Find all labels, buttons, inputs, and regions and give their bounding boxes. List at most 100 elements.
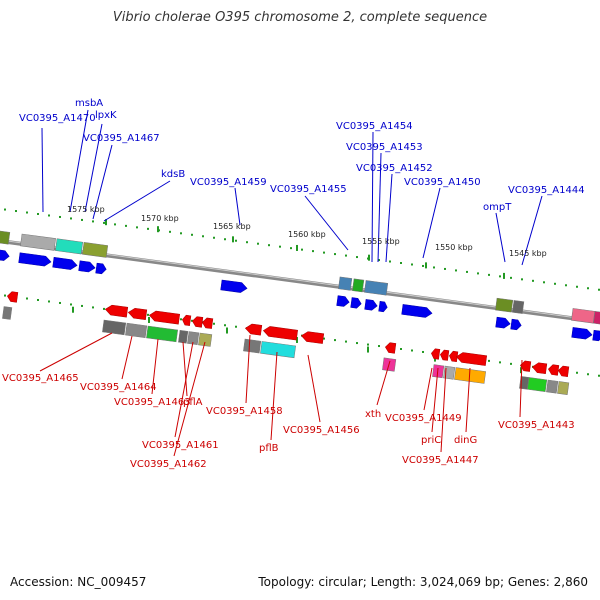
forward-gene-arrow (52, 257, 78, 270)
forward-gene-arrow (592, 329, 600, 342)
forward-leader-line (385, 173, 393, 263)
reverse-gene-arrow (520, 360, 532, 372)
forward-gene-label: kdsB (161, 169, 185, 180)
ruler-dot (224, 238, 226, 241)
forward-gene-arrow (95, 262, 107, 275)
forward-leader-line (304, 195, 349, 251)
ruler-dot (191, 319, 193, 322)
reverse-leader-line (151, 338, 159, 395)
ruler-dot (587, 287, 589, 290)
ruler-dot (26, 297, 28, 300)
ruler-dot (334, 253, 336, 256)
reverse-gene-label: dinG (454, 435, 477, 446)
forward-leader-line (84, 123, 103, 213)
domain-block (364, 280, 389, 296)
ruler-tick (520, 367, 522, 374)
domain-block (338, 276, 353, 291)
reverse-leader-line (440, 367, 447, 453)
forward-leader-line (521, 195, 543, 266)
ruler-dot (4, 208, 6, 211)
forward-leader-line (377, 152, 382, 263)
genome-stats-text: Topology: circular; Length: 3,024,069 bp… (258, 575, 588, 589)
ruler-dot (389, 260, 391, 263)
ruler-dot (598, 374, 600, 377)
ruler-dot (411, 263, 413, 266)
reverse-gene-arrow (7, 291, 19, 303)
ruler-dot (114, 223, 116, 226)
ruler-dot (477, 272, 479, 275)
forward-leader-line (41, 127, 44, 213)
ruler-tick (148, 316, 150, 323)
forward-gene-label: VC0395_A1470 (19, 113, 96, 124)
forward-gene-arrow (495, 316, 511, 329)
ruler-dot (444, 267, 446, 270)
reverse-gene-label: VC0395_A1449 (385, 413, 462, 424)
scale-label: 1555 kbp (362, 237, 400, 246)
forward-leader-line (92, 144, 113, 220)
domain-block (178, 330, 189, 344)
ruler-dot (235, 325, 237, 328)
forward-leader-line (69, 109, 89, 213)
reverse-gene-label: VC0395_A1458 (206, 406, 283, 417)
ruler-dot (356, 342, 358, 345)
ruler-dot (598, 288, 600, 291)
ruler-dot (92, 306, 94, 309)
ruler-dot (312, 250, 314, 253)
domain-block (55, 238, 84, 255)
scale-label: 1550 kbp (435, 243, 473, 252)
domain-block (0, 230, 11, 245)
ruler-dot (576, 371, 578, 374)
reverse-gene-label: pflB (259, 443, 279, 454)
ruler-dot (422, 350, 424, 353)
ruler-dot (213, 236, 215, 239)
reverse-gene-arrow (202, 317, 214, 329)
reverse-gene-label: priC (421, 435, 441, 446)
ruler-dot (169, 230, 171, 233)
forward-gene-arrow (0, 249, 10, 261)
ruler-dot (422, 264, 424, 267)
domain-block (352, 278, 365, 293)
ruler-dot (488, 359, 490, 362)
ruler-dot (576, 285, 578, 288)
scale-label: 1565 kbp (213, 222, 251, 231)
ruler-dot (279, 245, 281, 248)
domain-block (243, 338, 262, 354)
ruler-tick (105, 219, 107, 226)
ruler-dot (257, 242, 259, 245)
ruler-tick (296, 244, 298, 251)
domain-block (2, 306, 13, 320)
reverse-gene-arrow (548, 364, 560, 376)
ruler-dot (92, 220, 94, 223)
ruler-dot (103, 307, 105, 310)
ruler-tick (425, 262, 427, 269)
reverse-gene-label: VC0395_A1464 (80, 382, 157, 393)
reverse-gene-arrow (192, 316, 204, 328)
forward-gene-arrow (378, 301, 388, 313)
forward-gene-label: lpxK (95, 110, 117, 121)
reverse-gene-arrow (244, 323, 263, 336)
domain-block (495, 297, 514, 313)
ruler-dot (70, 303, 72, 306)
ruler-dot (37, 212, 39, 215)
reverse-gene-label: VC0395_A1465 (2, 373, 79, 384)
ruler-tick (157, 226, 159, 233)
reverse-leader-line (307, 354, 321, 423)
ruler-dot (367, 343, 369, 346)
reverse-gene-arrow (455, 352, 488, 366)
reverse-gene-arrow (440, 349, 450, 361)
ruler-tick (367, 346, 369, 353)
ruler-dot (103, 221, 105, 224)
reverse-gene-label: VC0395_A1462 (130, 459, 207, 470)
forward-gene-arrow (571, 327, 593, 340)
ruler-dot (81, 304, 83, 307)
ruler-dot (191, 233, 193, 236)
ruler-dot (565, 284, 567, 287)
reverse-leader-line (270, 351, 278, 441)
scale-label: 1545 kbp (509, 249, 547, 258)
ruler-dot (26, 211, 28, 214)
domain-block (125, 322, 148, 338)
accession-text: Accession: NC_009457 (10, 575, 147, 589)
ruler-dot (48, 214, 50, 217)
ruler-dot (378, 345, 380, 348)
domain-block (20, 233, 56, 251)
